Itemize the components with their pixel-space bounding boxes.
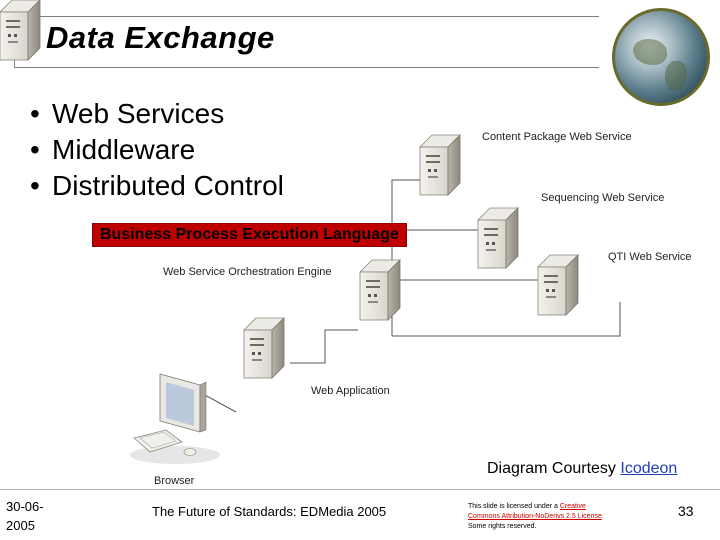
bpel-label: Business Process Execution Language bbox=[92, 223, 407, 247]
footer-divider bbox=[0, 489, 720, 490]
page-number: 33 bbox=[678, 503, 694, 519]
qti-label: QTI Web Service bbox=[608, 251, 692, 263]
server-icon bbox=[420, 135, 460, 195]
web-application-label: Web Application bbox=[311, 385, 390, 397]
sequencing-label: Sequencing Web Service bbox=[541, 192, 664, 204]
browser-label: Browser bbox=[154, 475, 194, 487]
footer-presentation-title: The Future of Standards: EDMedia 2005 bbox=[152, 504, 386, 519]
server-icon bbox=[538, 255, 578, 315]
server-icon bbox=[478, 208, 518, 268]
courtesy-text: Diagram Courtesy bbox=[487, 460, 616, 477]
server-icon bbox=[360, 260, 400, 320]
content-package-label: Content Package Web Service bbox=[482, 131, 632, 143]
server-icon bbox=[244, 318, 284, 378]
computer-icon bbox=[130, 374, 220, 464]
icodeon-link[interactable]: Icodeon bbox=[620, 460, 677, 477]
footer-license: This slide is licensed under a Creative … bbox=[468, 502, 613, 532]
server-icon bbox=[0, 0, 40, 60]
diagram-courtesy: Diagram Courtesy Icodeon bbox=[487, 460, 677, 478]
license-text: This slide is licensed under a bbox=[468, 503, 558, 510]
footer-date: 30-06-2005 bbox=[6, 497, 66, 535]
orchestration-label: Web Service Orchestration Engine bbox=[163, 266, 332, 278]
